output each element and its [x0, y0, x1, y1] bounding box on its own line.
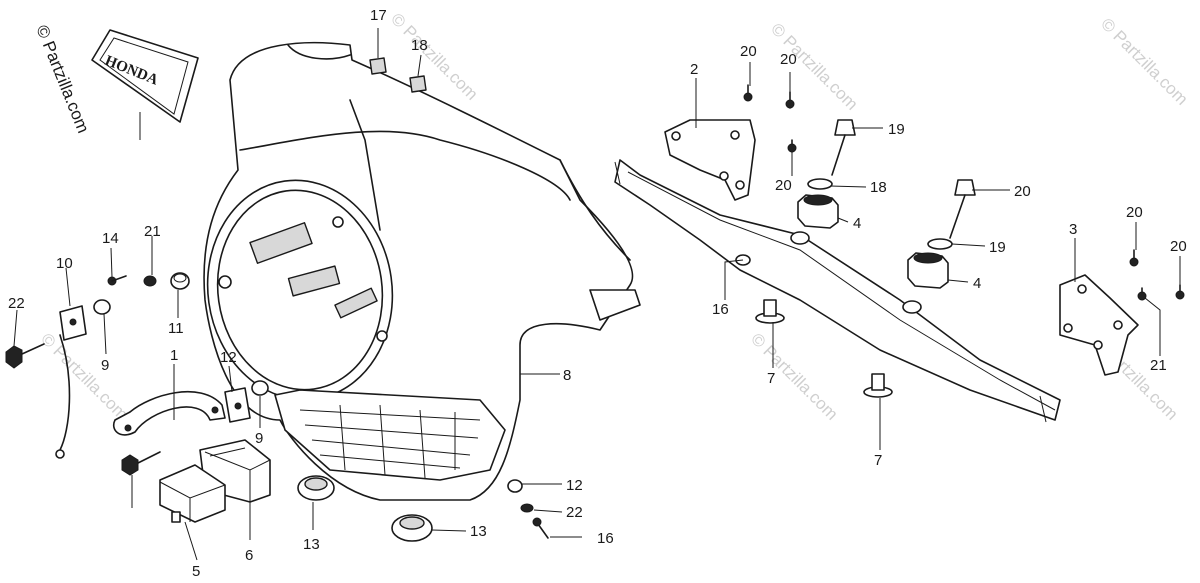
callout-20: 20: [1126, 204, 1143, 221]
grommet-part[interactable]: [93, 299, 111, 315]
callout-8: 8: [563, 367, 571, 384]
clip-part[interactable]: [59, 305, 87, 341]
callout-2: 2: [690, 61, 698, 78]
callout-7: 7: [767, 370, 775, 387]
long-bolt-part[interactable]: [949, 179, 976, 239]
washer-part[interactable]: [143, 275, 157, 287]
callout-5: 5: [192, 563, 200, 580]
screw-part[interactable]: [1129, 249, 1139, 267]
screw-part[interactable]: [1137, 287, 1147, 301]
grommet-part[interactable]: [297, 475, 335, 501]
callout-18: 19: [888, 121, 905, 138]
callout-20: 20: [1170, 238, 1187, 255]
callout-16: 17: [370, 7, 387, 24]
callout-3: 3: [1069, 221, 1077, 238]
callout-20: 20: [740, 43, 757, 60]
flasher-part[interactable]: [159, 464, 226, 523]
handlebar-cover-part[interactable]: [194, 41, 641, 501]
screw-part[interactable]: [743, 84, 753, 102]
clip-part[interactable]: [369, 57, 387, 75]
nut-part[interactable]: [170, 272, 190, 290]
bracket-part[interactable]: [1059, 274, 1139, 376]
grommet-part[interactable]: [391, 514, 433, 542]
long-bolt-part[interactable]: [831, 119, 856, 176]
callout-16: 18: [411, 37, 428, 54]
callout-22: 22: [8, 295, 25, 312]
watermark-text: © Partzilla.com: [1097, 14, 1191, 108]
callout-12: 12: [566, 477, 583, 494]
bolt-part[interactable]: [121, 451, 161, 476]
callout-17: 19: [989, 239, 1006, 256]
callout-21: 22: [566, 504, 583, 521]
washer-part[interactable]: [520, 503, 534, 513]
honda-emblem-part[interactable]: HONDA: [91, 29, 199, 123]
bolt-with-lead-part[interactable]: [5, 334, 71, 459]
callout-19: 16: [597, 530, 614, 547]
callout-13: 13: [303, 536, 320, 553]
rubber-mount-part[interactable]: [797, 194, 839, 229]
callout-19: 14: [102, 230, 119, 247]
nut-part[interactable]: [507, 479, 523, 493]
callout-1: 1: [170, 347, 178, 364]
handlebar-pipe-part[interactable]: [614, 159, 1061, 423]
screw-part[interactable]: [1175, 284, 1185, 300]
callout-20: 21: [1150, 357, 1167, 374]
callout-13: 13: [470, 523, 487, 540]
callout-17: 18: [870, 179, 887, 196]
leader-lines: [13, 28, 1181, 561]
rubber-mount-part[interactable]: [907, 252, 949, 289]
bracket-part[interactable]: [664, 119, 756, 201]
collar-part[interactable]: [755, 299, 785, 324]
clip-part[interactable]: [224, 387, 251, 423]
bracket-part[interactable]: [113, 390, 226, 436]
callout-20: 20: [775, 177, 792, 194]
callout-4: 4: [853, 215, 861, 232]
callout-21: 21: [144, 223, 161, 240]
callout-20: 20: [780, 51, 797, 68]
washer-part[interactable]: [927, 238, 953, 250]
callout-18: 20: [1014, 183, 1031, 200]
screw-part[interactable]: [787, 139, 797, 153]
watermark-text: © Partzilla.com: [747, 329, 841, 423]
clip-part[interactable]: [409, 75, 427, 93]
callout-11: 12: [220, 349, 237, 366]
callout-labels: 17 18 2 20 20 20 19 20 18 19 4 4 20 20 2…: [8, 7, 1187, 580]
screw-part[interactable]: [532, 517, 549, 539]
callout-4: 4: [973, 275, 981, 292]
callout-14: 16: [712, 301, 729, 318]
grommet-part[interactable]: [251, 380, 269, 396]
callout-10: 10: [56, 255, 73, 272]
watermark-text: © Partzilla.com: [37, 329, 131, 423]
watermark-text-corner: © Partzilla.com: [32, 22, 93, 135]
callout-6: 6: [245, 547, 253, 564]
callout-9: 9: [255, 430, 263, 447]
callout-9: 9: [101, 357, 109, 374]
collar-part[interactable]: [863, 373, 893, 398]
watermark-group: © Partzilla.com © Partzilla.com © Partzi…: [37, 9, 1191, 423]
screw-part[interactable]: [785, 91, 795, 109]
callout-12: 11: [168, 320, 184, 337]
screw-part[interactable]: [107, 275, 127, 286]
washer-part[interactable]: [807, 178, 833, 190]
callout-7: 7: [874, 452, 882, 469]
